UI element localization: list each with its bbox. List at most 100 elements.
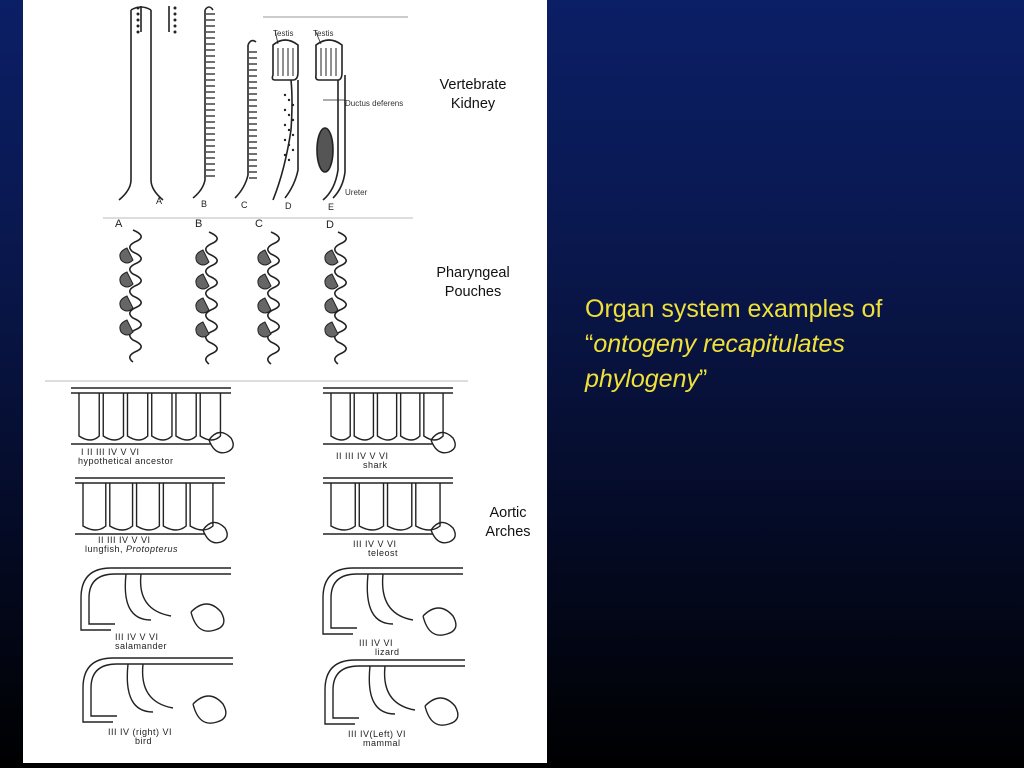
- kidney-label: Vertebrate Kidney: [418, 76, 528, 114]
- pouch-letter-a: A: [115, 218, 123, 230]
- salamander-systemic: [139, 573, 172, 617]
- salamander-numerals: III IV V VI: [115, 632, 159, 642]
- kidney-d-duct: [272, 79, 299, 201]
- lungfish-arch: [109, 483, 134, 531]
- kidney-letter-d: D: [285, 201, 292, 211]
- ductus-label: Ductus deferens: [345, 99, 404, 108]
- teleost-label: teleost: [368, 548, 399, 558]
- slide-caption: Organ system examples of “ontogeny recap…: [585, 292, 985, 397]
- kidney-d-dot: [287, 98, 291, 102]
- kidney-a-line: [140, 6, 170, 32]
- kidney-e-testis: [315, 39, 343, 81]
- pouch-d-pouch-lobe: [324, 273, 339, 290]
- lungfish-arch: [135, 483, 161, 531]
- kidney-d-dot: [287, 113, 291, 117]
- pouch-c-pharynx: [267, 231, 280, 365]
- kidney-d-dot: [287, 143, 291, 147]
- lungfish-genus: Protopterus: [126, 544, 179, 554]
- mammal-heart: [424, 697, 459, 726]
- kidney-a-tubule: [136, 24, 140, 28]
- kidney-d-dot: [291, 118, 295, 122]
- kidney-a-tubule: [173, 12, 177, 16]
- kidney-a-tubule: [136, 18, 140, 22]
- kidney-letter-a: A: [156, 196, 163, 206]
- teleost-arch: [415, 483, 441, 531]
- pouch-b-pouch-lobe: [195, 249, 210, 266]
- teleost-heart: [430, 521, 456, 544]
- shark-arch: [399, 393, 421, 441]
- caption-phylogeny: phylogeny: [585, 365, 699, 393]
- lizard-inner-arch: [330, 573, 463, 629]
- arch-drawings: [71, 387, 465, 726]
- mammal-carotid: [368, 665, 396, 715]
- kidney-d-dot: [283, 153, 287, 157]
- pouch-a-pouch-lobe: [119, 295, 134, 312]
- pouch-d-pouch-lobe: [324, 249, 339, 266]
- kidney-letter-b: B: [201, 199, 208, 209]
- shark-arch: [423, 393, 444, 441]
- lungfish-heart: [202, 521, 228, 544]
- pouch-d-pouch-lobe: [324, 321, 339, 338]
- ancestor-arch: [199, 393, 222, 441]
- mammal-left-arch: [324, 659, 465, 725]
- kidney-d-testis: [271, 39, 299, 81]
- pouch-b-pouch-lobe: [195, 297, 210, 314]
- shark-heart: [430, 431, 456, 454]
- kidney-d-dot: [287, 128, 291, 132]
- caption-line1: Organ system examples of: [585, 295, 883, 323]
- mammal-inner-arch: [332, 665, 465, 719]
- pouches-label-line1: Pharyngeal: [436, 265, 510, 281]
- pouch-d-pouch-lobe: [324, 297, 339, 314]
- kidney-label-line1: Vertebrate: [439, 77, 507, 93]
- ancestor-arch: [78, 393, 100, 441]
- bird-left-arch: [82, 657, 233, 723]
- ancestor-heart: [208, 431, 234, 454]
- bird-numerals: III IV (right) VI: [108, 727, 173, 737]
- pouch-d-pharynx: [334, 231, 347, 365]
- salamander-label: salamander: [115, 641, 168, 651]
- kidney-e-duct: [322, 75, 346, 201]
- kidney-a-tubule: [136, 30, 140, 34]
- lizard-carotid: [366, 573, 394, 625]
- kidney-d-dot: [287, 158, 291, 162]
- pouches-label-line2: Pouches: [444, 284, 502, 300]
- caption-line2: “ontogeny recapitulates: [585, 327, 985, 362]
- arches-label-line1: Aortic: [489, 505, 527, 521]
- pouch-c-pouch-lobe: [257, 321, 272, 338]
- ancestor-numerals: I II III IV V VI: [81, 447, 140, 457]
- caption-quote-open: “: [585, 330, 594, 358]
- bird-heart: [192, 695, 227, 724]
- teleost-arch: [330, 483, 356, 531]
- kidney-letter-e: E: [328, 202, 335, 212]
- kidney-d-dot: [291, 148, 295, 152]
- kidney-d-dot: [283, 93, 287, 97]
- pouch-b-pouch-lobe: [195, 321, 210, 338]
- bird-systemic: [141, 663, 174, 709]
- kidney-leader: [274, 29, 279, 45]
- ancestor-arch: [126, 393, 149, 441]
- lungfish-prefix: lungfish,: [85, 544, 127, 554]
- teleost-arch: [358, 483, 385, 531]
- bird-inner-arch: [90, 663, 233, 717]
- lizard-systemic: [381, 573, 414, 621]
- lungfish-label: lungfish, Protopterus: [85, 544, 178, 554]
- lizard-label: lizard: [375, 647, 400, 657]
- caption-line3: phylogeny”: [585, 362, 985, 397]
- pouches-label: Pharyngeal Pouches: [418, 264, 528, 302]
- kidney-a-tubule: [136, 12, 140, 16]
- ancestor-arch: [151, 393, 173, 441]
- salamander-left-arch: [80, 567, 231, 631]
- lungfish-arch: [162, 483, 187, 531]
- kidney-d-dot: [291, 103, 295, 107]
- bird-carotid: [126, 663, 154, 713]
- kidney-a-tubule: [173, 30, 177, 34]
- mammal-label: mammal: [363, 738, 401, 748]
- kidney-leader: [314, 29, 322, 45]
- mammal-systemic: [383, 665, 416, 711]
- lizard-numerals: III IV VI: [359, 638, 394, 648]
- pouch-a-pouch-lobe: [119, 271, 134, 288]
- embryology-illustration: [45, 6, 468, 726]
- pouch-b-pouch-lobe: [195, 273, 210, 290]
- shark-numerals: II III IV V VI: [336, 451, 389, 461]
- lungfish-arch: [82, 483, 107, 531]
